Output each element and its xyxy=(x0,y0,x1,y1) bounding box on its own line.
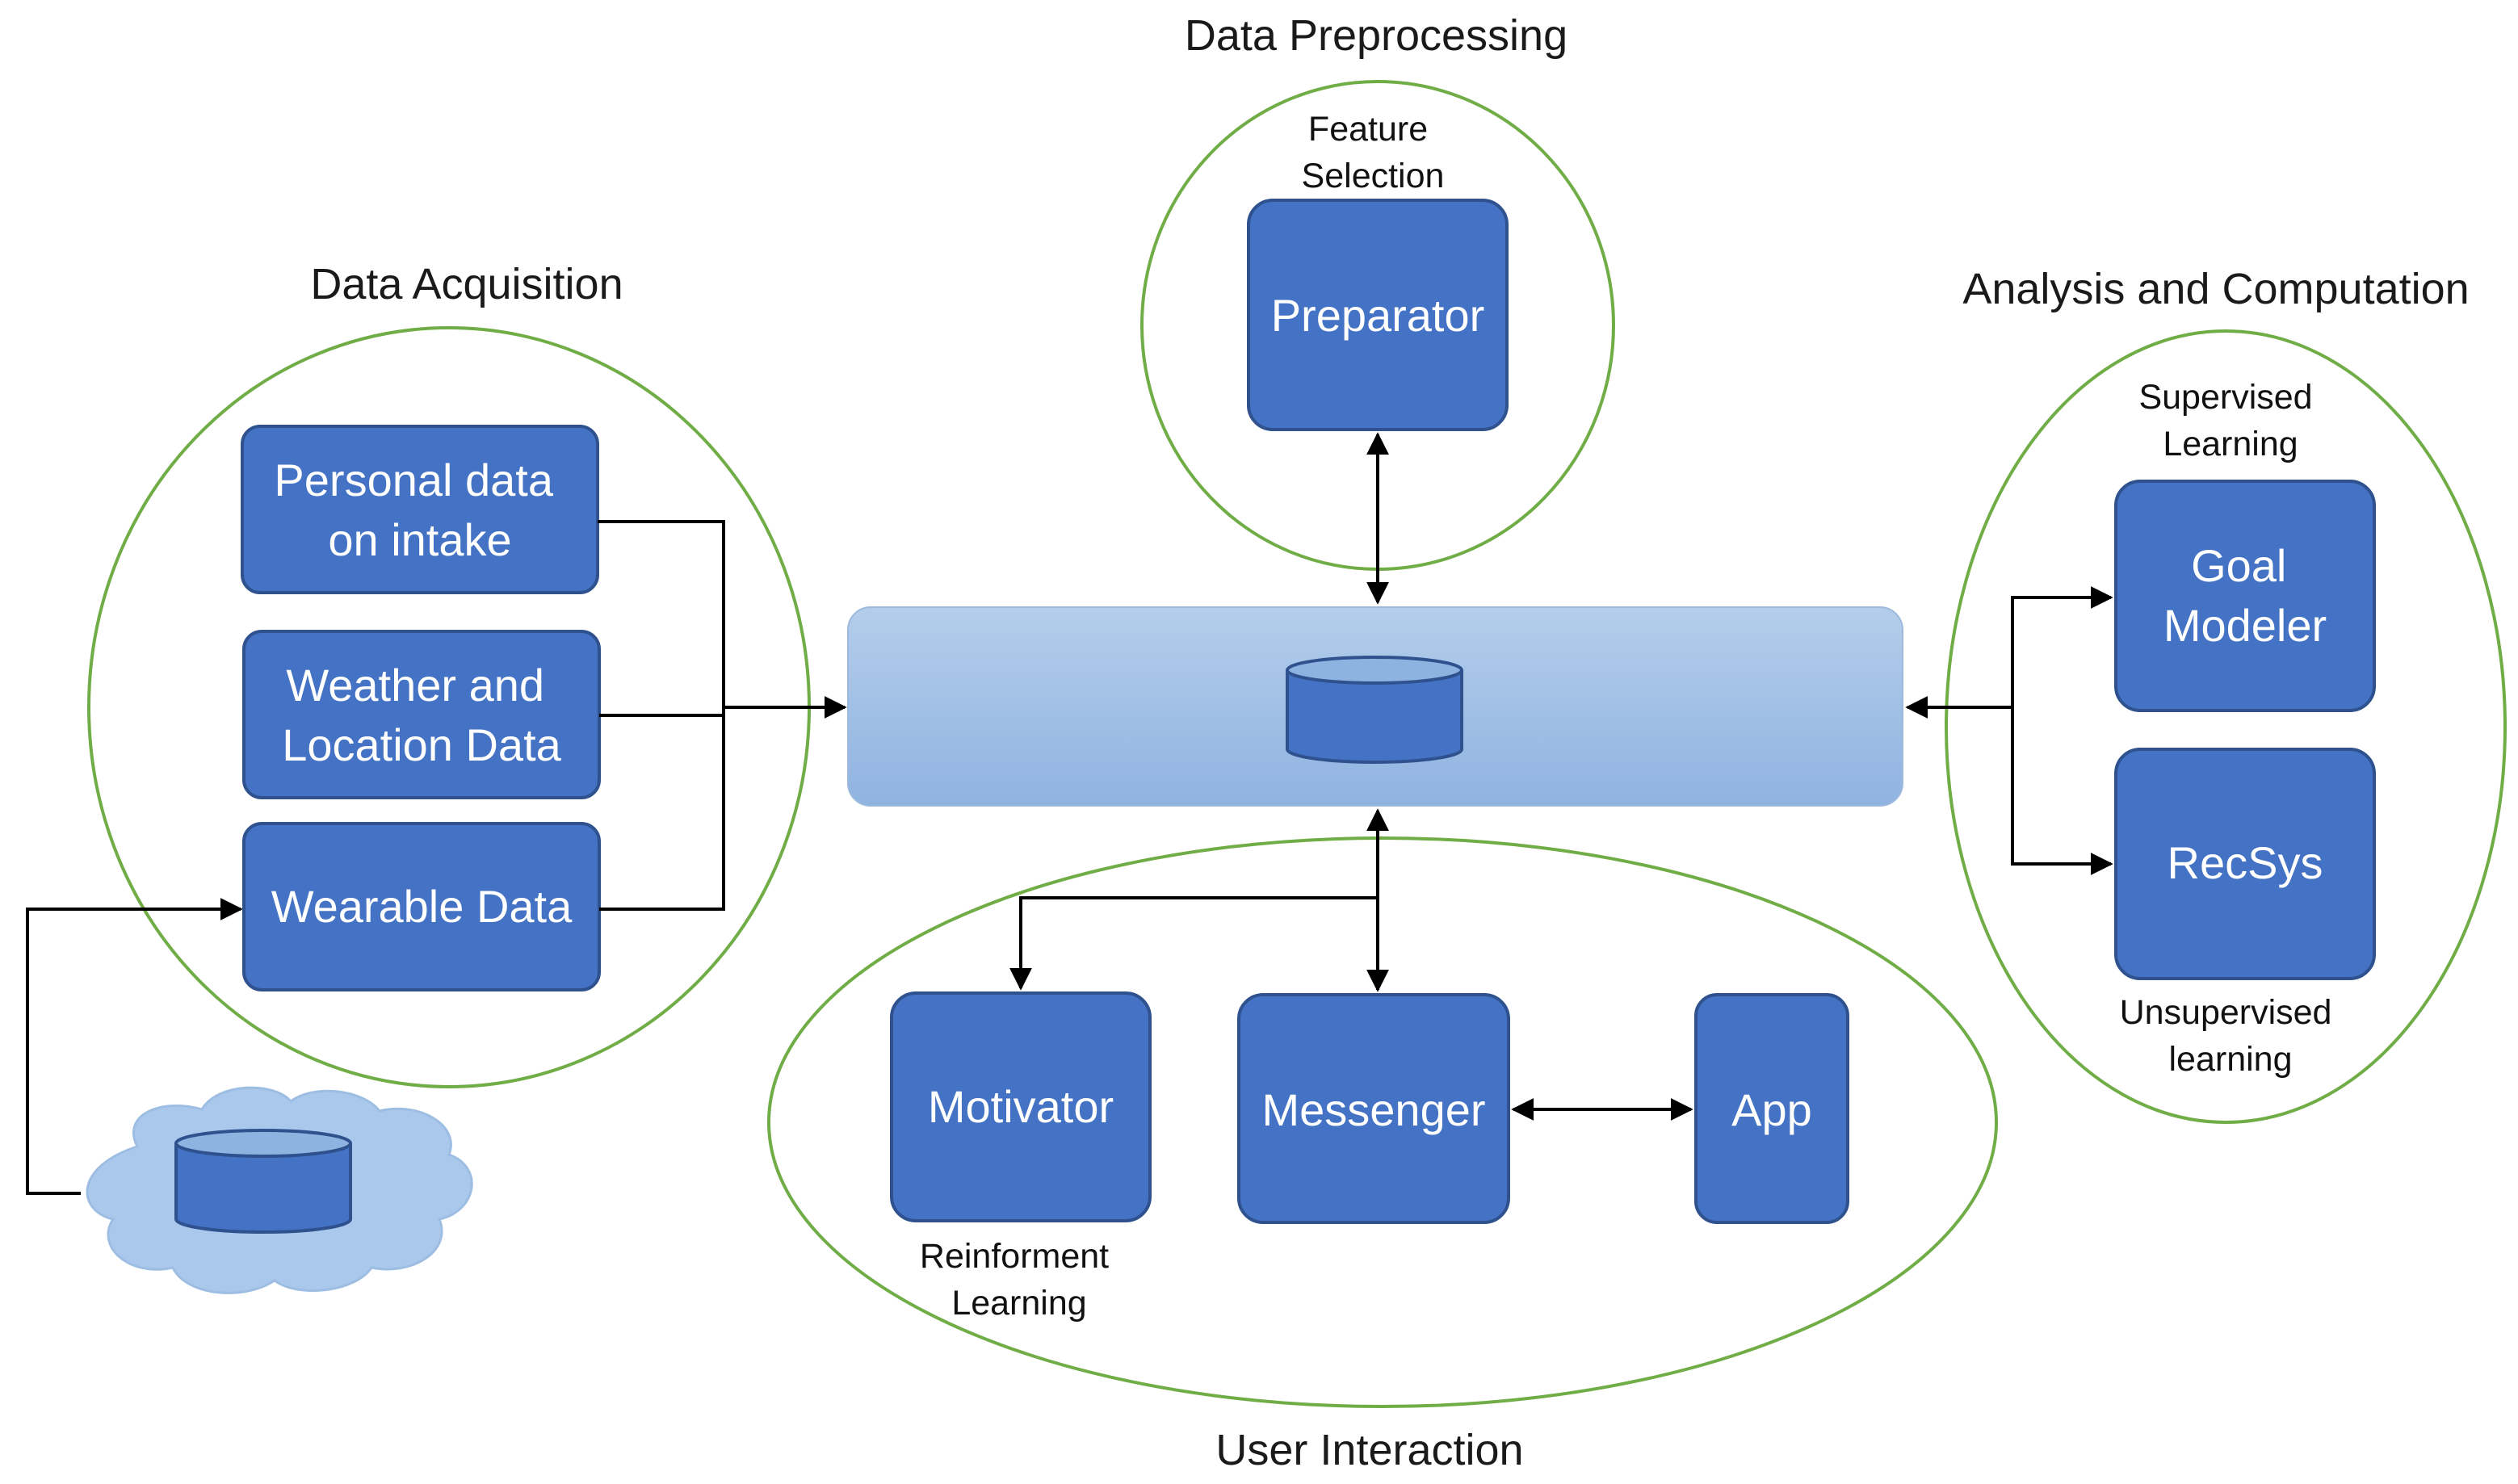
svg-text:RecSys: RecSys xyxy=(2168,837,2323,888)
svg-text:App: App xyxy=(1731,1084,1812,1135)
svg-text:Messenger: Messenger xyxy=(1261,1084,1485,1135)
weather-location-box: Weather and Location Data xyxy=(242,630,601,799)
svg-text:Goal Modeler: Goal Modeler xyxy=(2163,540,2327,651)
app-box: App xyxy=(1694,993,1849,1224)
arrow-cloud-to-wearable xyxy=(26,898,243,1195)
svg-text:Preparator: Preparator xyxy=(1271,290,1485,341)
analysis-computation-ellipse xyxy=(1945,329,2507,1124)
goal-modeler-box: Goal Modeler xyxy=(2114,480,2376,712)
motivator-box: Motivator xyxy=(890,991,1152,1222)
svg-text:Motivator: Motivator xyxy=(928,1081,1114,1132)
user-interaction-ellipse xyxy=(767,836,1998,1408)
database-icon xyxy=(1286,656,1463,764)
user-interaction-title: User Interaction xyxy=(1215,1426,1523,1474)
arrow-to-motivator xyxy=(1009,896,1378,991)
unsupervised-learning-note: Unsupervised learning xyxy=(2120,993,2342,1079)
feature-selection-note: Feature Selection xyxy=(1302,110,1445,195)
wearable-data-box: Wearable Data xyxy=(242,822,601,991)
messenger-box: Messenger xyxy=(1237,993,1510,1224)
personal-data-box: Personal data on intake xyxy=(241,425,599,594)
supervised-learning-note: Supervised Learning xyxy=(2138,378,2322,463)
analysis-computation-title: Analysis and Computation xyxy=(1962,265,2469,313)
cloud-database-icon xyxy=(174,1129,352,1234)
data-acquisition-title: Data Acquisition xyxy=(310,260,623,308)
preparator-box: Preparator xyxy=(1247,199,1509,431)
svg-text:Personal data on intake: Personal data on intake xyxy=(274,455,565,565)
reinforcement-learning-note: Reinforment Learning xyxy=(920,1237,1118,1323)
data-preprocessing-title: Data Preprocessing xyxy=(1185,11,1567,60)
arrow-to-recsys xyxy=(2011,707,2113,875)
svg-text:Weather and Location Dat: Weather and Location Data xyxy=(282,660,561,770)
recsys-box: RecSys xyxy=(2114,748,2376,980)
arrow-to-goal-modeler xyxy=(2011,586,2113,707)
svg-text:Wearable Data: Wearable Data xyxy=(271,881,573,932)
